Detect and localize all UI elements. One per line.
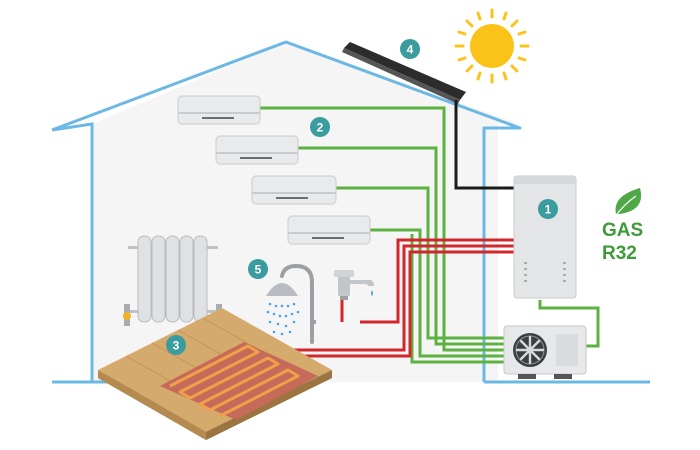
underfloor-heating: [98, 308, 332, 440]
heat-pump-indoor-unit: [513, 175, 577, 299]
shower-icon: [266, 263, 316, 344]
faucet-icon: [334, 270, 374, 300]
roof-outline: [51, 40, 522, 382]
air-conditioner-3: [251, 175, 337, 205]
house-outline: [51, 122, 94, 382]
svg-text:2: 2: [317, 121, 324, 135]
heat-pump-outdoor-unit: [503, 325, 587, 379]
air-conditioner-4: [287, 215, 371, 245]
gas-label-line2: R32: [602, 243, 637, 264]
badge-air-conditioners: 2: [310, 117, 330, 137]
solar-panel: [342, 42, 466, 104]
badge-hot-water: 5: [248, 259, 268, 279]
pipe-solar: [454, 100, 514, 190]
badge-heat-pump-unit: 1: [538, 199, 558, 219]
svg-text:3: 3: [173, 339, 180, 353]
air-conditioner-1: [177, 95, 261, 125]
leaf-icon: [613, 188, 642, 219]
pipes-red: [266, 238, 514, 358]
svg-text:5: 5: [255, 263, 262, 277]
air-conditioner-2: [215, 135, 299, 165]
svg-text:1: 1: [545, 203, 552, 217]
fan-icon: [513, 333, 547, 367]
pipes-green: [260, 106, 600, 364]
gas-label-line1: GAS: [602, 220, 643, 241]
badge-solar-panel: 4: [400, 39, 420, 59]
radiator-icon: [123, 235, 223, 326]
badge-underfloor-heating: 3: [166, 335, 186, 355]
sun-icon: [454, 8, 530, 84]
svg-text:4: 4: [407, 43, 414, 57]
